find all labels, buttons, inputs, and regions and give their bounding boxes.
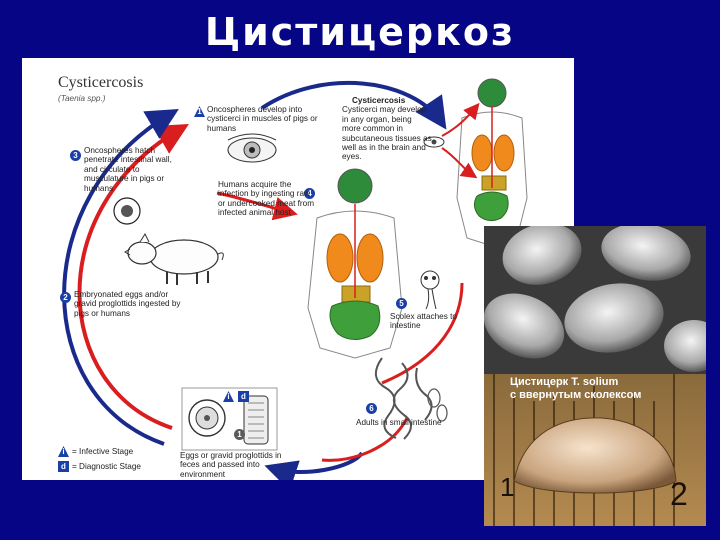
step-4-text: Humans acquire the infection by ingestin…	[218, 180, 315, 218]
human-figure-center	[307, 168, 403, 359]
step-eggs-text: Eggs or gravid proglottids in feces and …	[180, 451, 282, 479]
cycle-arrow-blue-top	[260, 81, 447, 130]
cysticercus-small	[423, 136, 445, 148]
pig-illustration	[124, 232, 224, 285]
photo-caption: Цистицерк T. solium с ввернутым сколексо…	[510, 376, 641, 402]
step-2-badge: 2	[60, 292, 71, 303]
cycle-arrow-red-bottom	[321, 417, 409, 462]
cycle-arrow-red-left	[77, 124, 189, 430]
scolex-illustration	[420, 270, 440, 310]
step-5-text: Scolex attaches to intestine	[390, 312, 457, 331]
step-1-text: Oncospheres develop into cysticerci in m…	[207, 105, 318, 133]
diagnostic-badge-eggs: d	[238, 391, 249, 402]
step-3-text: Oncospheres hatch penetrate intestinal w…	[84, 146, 172, 193]
life-cycle-drawing	[62, 78, 528, 480]
ruler-label-2: 2	[670, 476, 688, 512]
step-6-text: Adults in small intestine	[356, 418, 442, 427]
cycle-arrow-red-mid	[216, 191, 298, 221]
ruler-label-1: 1	[500, 472, 515, 502]
step-4-badge: 4	[304, 188, 315, 199]
legend-diagnostic-icon: d	[58, 461, 69, 472]
legend-infective-icon: i	[58, 446, 69, 457]
cycle-arrow-red-right	[381, 282, 464, 385]
cysticercus-photo: Цистицерк T. solium с ввернутым сколексо…	[484, 226, 706, 526]
eye-illustration	[227, 133, 277, 163]
cysticercosis-heading: Cysticercosis	[352, 96, 406, 105]
photo-caption-line1: Цистицерк T. solium	[510, 376, 619, 388]
diagram-subtitle: (Taenia spp.)	[58, 94, 106, 103]
step-6-badge: 6	[366, 403, 377, 414]
step-2-text: Embryonated eggs and/or gravid proglotti…	[74, 290, 181, 318]
life-cycle-diagram: Cysticercosis (Taenia spp.) 1 Oncosphere…	[22, 58, 574, 480]
cysticercosis-text: Cysticerci may develop in any organ, bei…	[342, 105, 432, 162]
oncosphere-illustration	[113, 197, 141, 225]
cysticercosis-box: Cysticercosis Cysticerci may develop in …	[342, 96, 452, 162]
step-1-badge: 1	[194, 106, 205, 117]
legend-diagnostic-text: = Diagnostic Stage	[72, 462, 141, 471]
human-figure-top	[456, 78, 528, 247]
step-egg-badge: 1	[234, 429, 245, 440]
photo-drawing	[484, 226, 706, 526]
adult-worms	[375, 357, 448, 440]
slide-title: Цистицеркоз	[204, 10, 516, 54]
photo-caption-line2: с ввернутым сколексом	[510, 389, 642, 401]
step-5-badge: 5	[396, 298, 407, 309]
diagram-title: Cysticercosis	[58, 74, 144, 91]
infective-badge-eggs: i	[223, 391, 234, 402]
legend-infective-text: = Infective Stage	[72, 447, 134, 456]
step-3-badge: 3	[70, 150, 81, 161]
